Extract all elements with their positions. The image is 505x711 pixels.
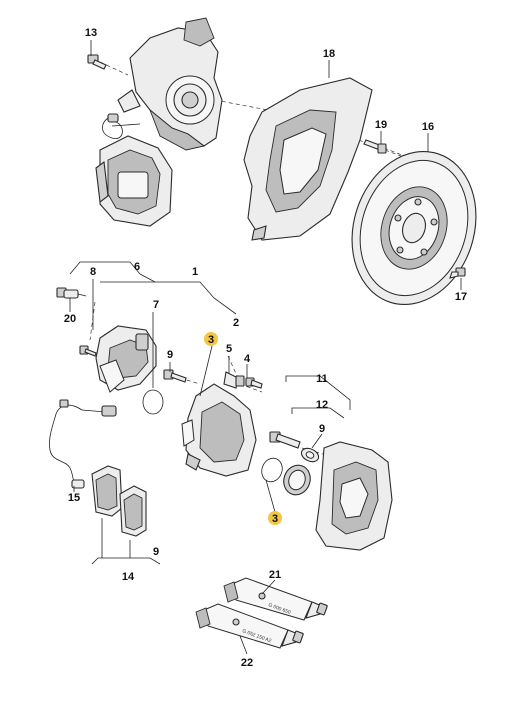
callout-8: 8: [90, 266, 96, 278]
guide-bushing: [300, 447, 320, 463]
bolt-13: [87, 54, 107, 70]
callout-3-upper: 3: [208, 334, 214, 346]
callout-9-pads: 9: [153, 546, 159, 558]
leader-lines: [69, 40, 462, 655]
guide-bolt-9-right: [269, 431, 301, 449]
splash-shield-18: [243, 77, 373, 241]
callout-6: 6: [134, 261, 140, 273]
callout-16: 16: [422, 121, 434, 133]
sensor-cable-upper: [102, 113, 141, 140]
cap-4: [245, 377, 263, 389]
bolt-19: [363, 139, 387, 154]
callout-14: 14: [122, 571, 135, 583]
callout-19: 19: [375, 119, 387, 131]
group-brackets-right: [285, 375, 351, 419]
group-brackets-pads: [91, 518, 161, 565]
caliper-carrier-2: [181, 383, 257, 477]
wheel-bearing-housing: [117, 17, 223, 151]
callout-3-lower: 3: [272, 513, 278, 525]
callout-17: 17: [455, 291, 467, 303]
bolt-9-left: [79, 345, 97, 357]
callout-9-right: 9: [319, 423, 325, 435]
callout-22: 22: [241, 657, 253, 669]
highlight-marker-3-lower: [268, 511, 282, 525]
bleed-screw-5: [223, 371, 245, 389]
parking-brake-motor-6: [95, 325, 157, 393]
callout-13: 13: [85, 27, 97, 39]
callout-numbers: 13 18 19 16 17 1 6 8 20 7 2 3 5 4 9 11 1…: [64, 27, 467, 669]
caliper-frame: [315, 441, 393, 551]
group-brackets-top: [69, 261, 237, 315]
callout-12: 12: [316, 399, 328, 411]
callout-21: 21: [269, 569, 281, 581]
callout-9-middle: 9: [167, 349, 173, 361]
callout-5: 5: [226, 343, 232, 355]
plug-connector-20: [56, 287, 87, 299]
o-ring-7: [142, 389, 164, 415]
callout-1: 1: [192, 266, 198, 278]
bolt-9-middle: [163, 369, 187, 383]
highlight-marker-3-upper: [204, 332, 218, 346]
wear-sensor-cable-15: [49, 399, 117, 489]
screw-17: [449, 267, 466, 279]
piston-seal-rings-3: [261, 457, 311, 496]
brake-disc-16: [351, 150, 477, 306]
brake-pads-14: [91, 465, 147, 537]
callout-7: 7: [153, 299, 159, 311]
callout-20: 20: [64, 313, 76, 325]
callout-11: 11: [316, 373, 328, 385]
caliper-upper: [95, 135, 173, 227]
callout-18: 18: [323, 48, 335, 60]
callout-15: 15: [68, 492, 80, 504]
callout-4: 4: [244, 353, 251, 365]
callout-2: 2: [233, 317, 239, 329]
